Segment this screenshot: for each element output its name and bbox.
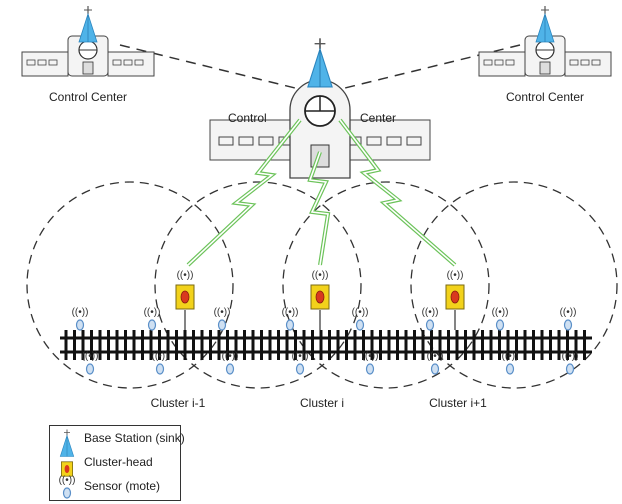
legend: Base Station (sink) Cluster-head Sensor …: [49, 425, 185, 501]
control-center-main: Control Center: [209, 37, 431, 179]
cluster-head-icon: [310, 269, 330, 310]
sensor-icon: [490, 306, 510, 331]
control-center-left-label: Control Center: [49, 90, 127, 104]
sensor-icon: [560, 350, 580, 375]
sensor-icon: [360, 350, 380, 375]
antenna-icon: [307, 37, 333, 88]
sensor-icon: [280, 306, 300, 331]
sensor-icon: [80, 350, 100, 375]
cluster-head-icon: [445, 269, 465, 310]
antenna-icon: [59, 429, 75, 457]
sensor-icon: [290, 350, 310, 375]
control-label: Control: [228, 111, 267, 125]
sensor-icon: [425, 350, 445, 375]
center-label: Center: [360, 111, 396, 125]
sensor-icon: [70, 306, 90, 331]
sensor-icon: [500, 350, 520, 375]
sensor-icon: [558, 306, 578, 331]
antenna-icon: [78, 5, 98, 43]
cluster-label: Cluster i+1: [429, 396, 487, 410]
sensor-icon: [142, 306, 162, 331]
antenna-icon: [535, 5, 555, 43]
control-center-left: Control Center: [21, 5, 155, 104]
sensor-icon: [220, 350, 240, 375]
sensor-icon: [350, 306, 370, 331]
sensor-icon: [420, 306, 440, 331]
legend-cluster-head: Cluster-head: [84, 455, 153, 469]
wireless-links: [186, 118, 457, 267]
cluster-heads: [175, 269, 465, 330]
control-center-right-label: Control Center: [506, 90, 584, 104]
cluster-head-icon: [175, 269, 195, 310]
cluster-ranges: [26, 181, 618, 389]
cluster-labels: Cluster i-1 Cluster i Cluster i+1: [151, 396, 488, 410]
sensors: [70, 306, 580, 375]
sensor-icon: [57, 474, 77, 499]
backbone-links: [119, 44, 521, 89]
cluster-label: Cluster i-1: [151, 396, 206, 410]
sensor-icon: [150, 350, 170, 375]
legend-sensor: Sensor (mote): [84, 479, 161, 493]
legend-icons: [57, 429, 77, 499]
control-center-right: Control Center: [478, 5, 612, 104]
cluster-label: Cluster i: [300, 396, 344, 410]
legend-base-station: Base Station (sink): [84, 431, 185, 445]
